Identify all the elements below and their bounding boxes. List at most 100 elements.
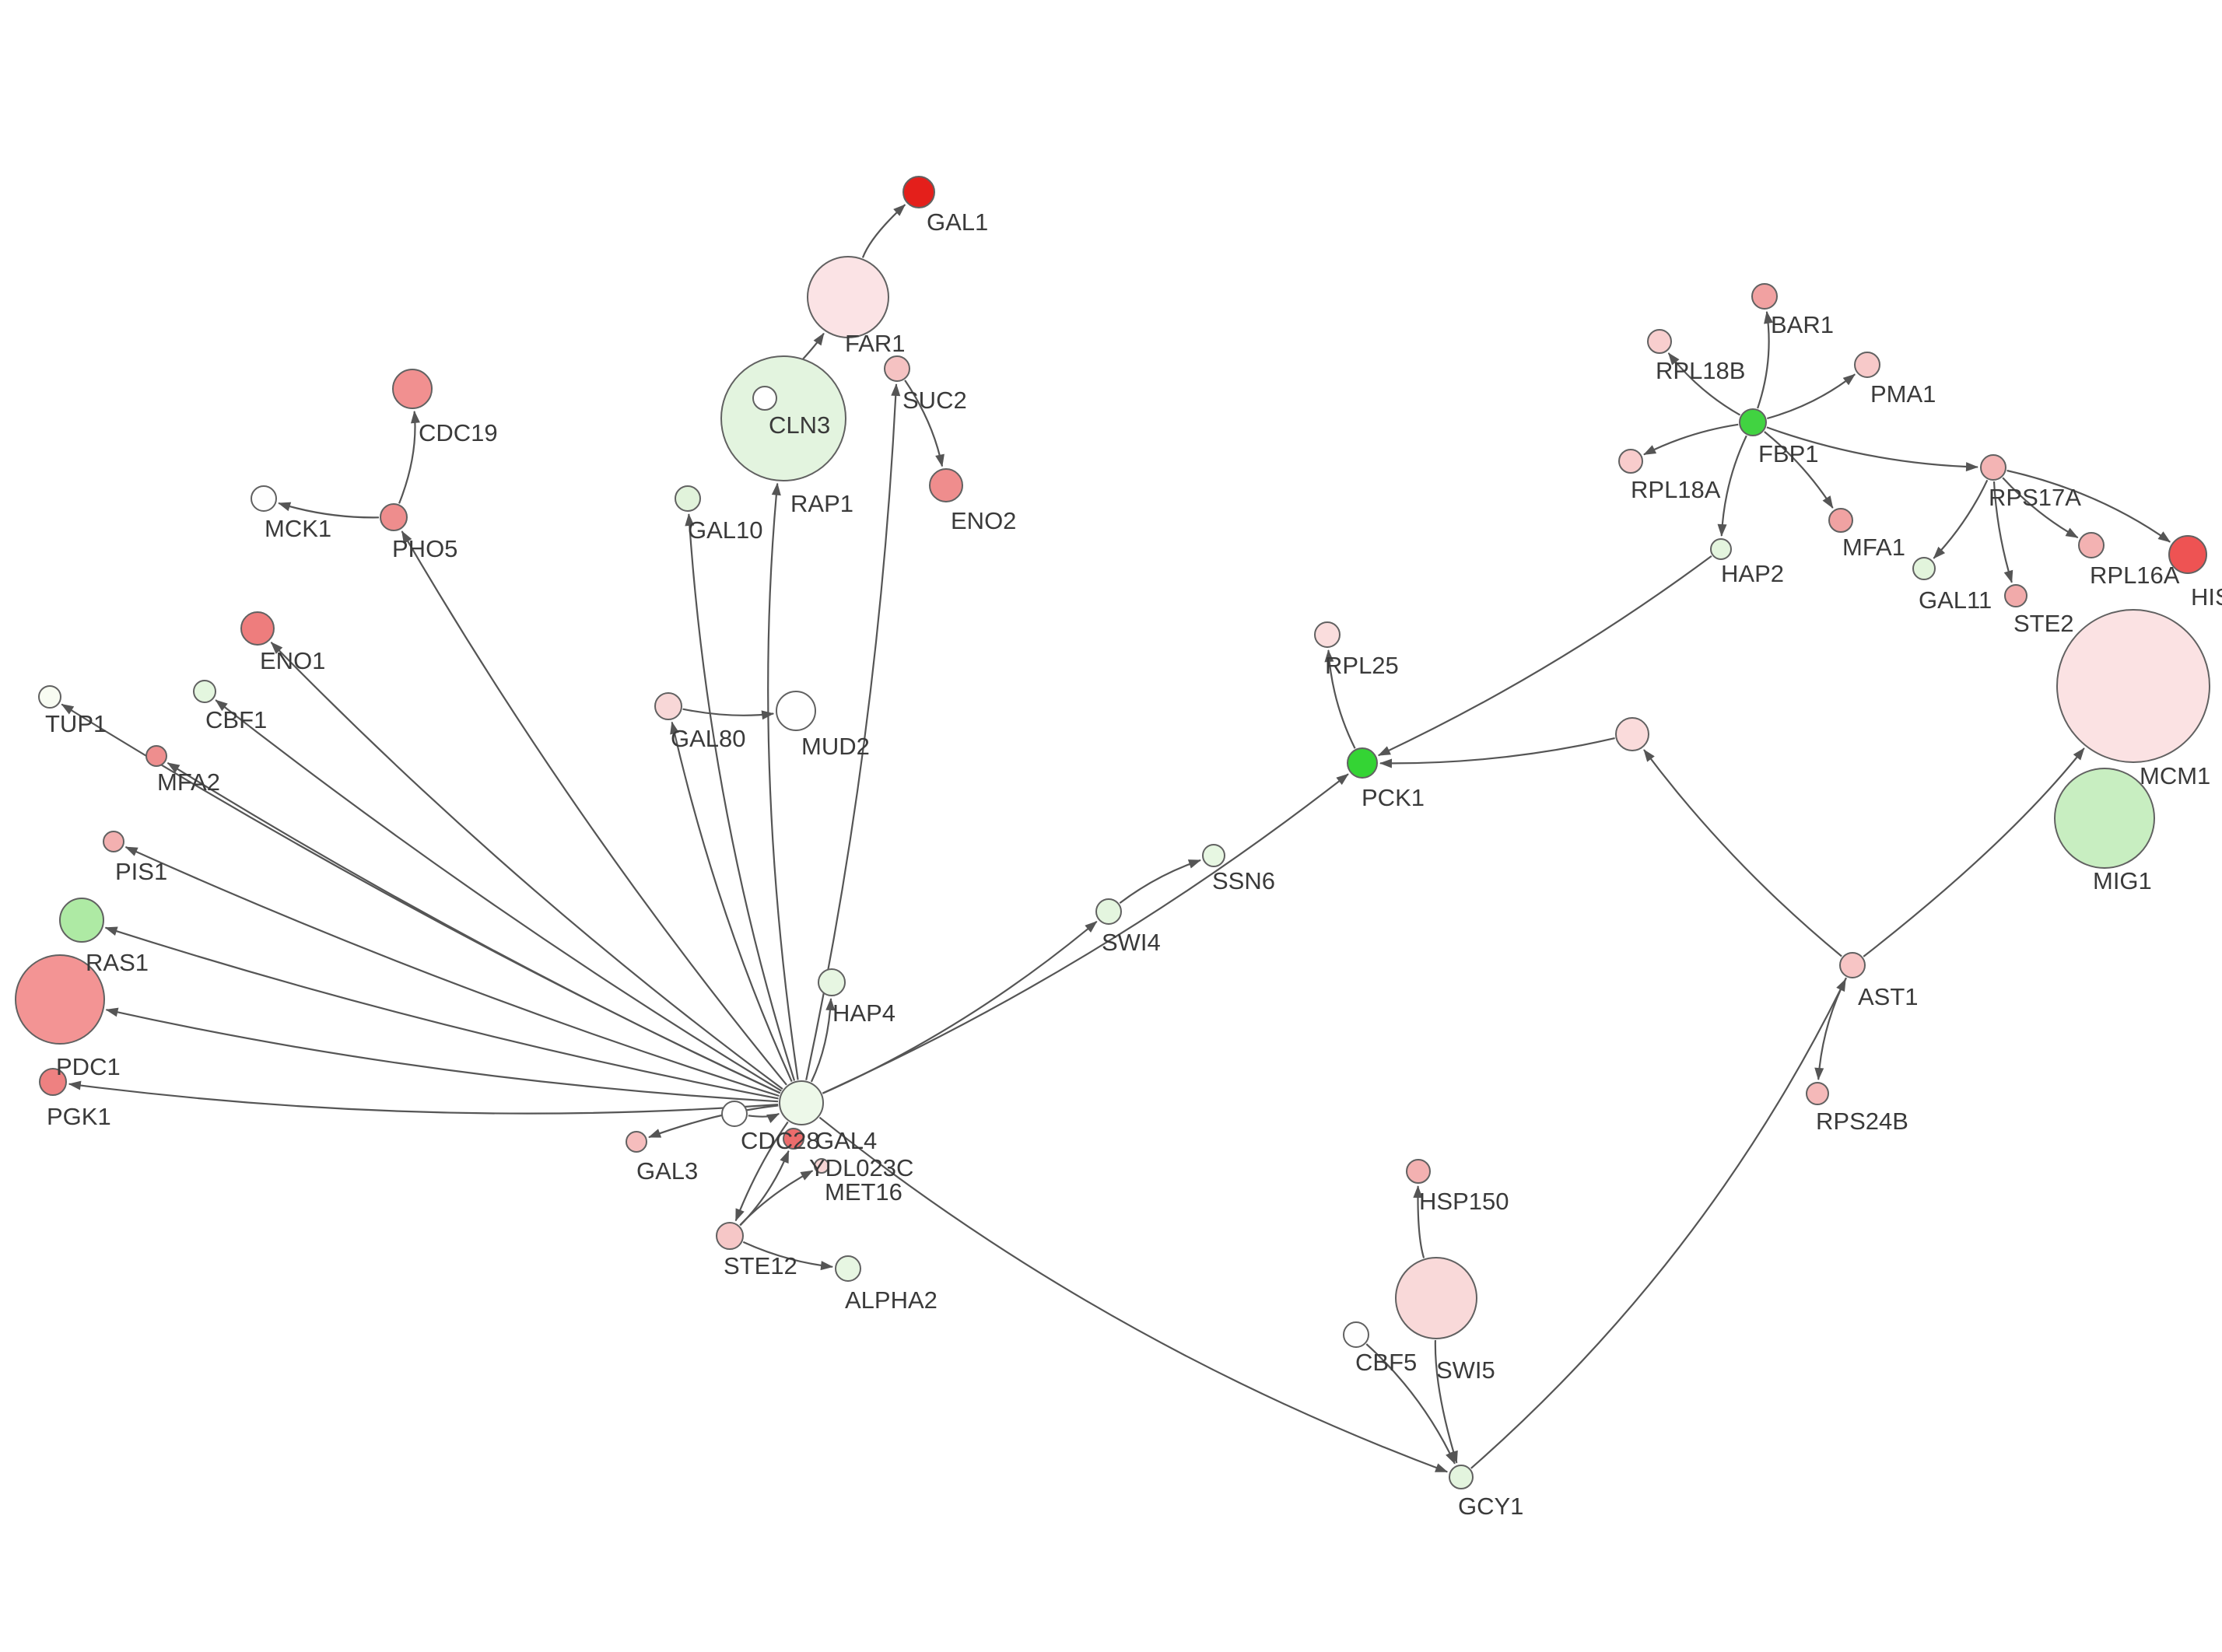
- node-HIS4[interactable]: [2168, 535, 2207, 574]
- edge-GAL4-GCY1[interactable]: [818, 1116, 1449, 1473]
- node-RPL18B[interactable]: [1647, 329, 1672, 354]
- edge-AST1-RPS24B[interactable]: [1814, 977, 1847, 1080]
- node-HAP4[interactable]: [818, 968, 846, 996]
- edge-RPS17A-RPL16A[interactable]: [2002, 477, 2079, 539]
- node-FBP1[interactable]: [1739, 408, 1767, 436]
- edge-PCK1-RPL25[interactable]: [1324, 649, 1356, 749]
- node-HSP150[interactable]: [1406, 1159, 1431, 1184]
- node-RPS17A[interactable]: [1980, 454, 2006, 481]
- edge-FAR1-GAL1[interactable]: [861, 204, 906, 258]
- node-RPL16A[interactable]: [2078, 532, 2105, 558]
- edge-N1-PCK1[interactable]: [1379, 737, 1615, 768]
- edge-GAL4-ENO1[interactable]: [270, 642, 783, 1090]
- node-MCK1[interactable]: [251, 485, 277, 512]
- node-MFA2[interactable]: [145, 745, 167, 767]
- edge-GAL4-CBF1[interactable]: [215, 699, 782, 1092]
- node-GCY1[interactable]: [1449, 1465, 1474, 1489]
- node-MET16[interactable]: [814, 1158, 829, 1174]
- node-FAR1[interactable]: [807, 256, 889, 338]
- node-BAR1[interactable]: [1751, 283, 1778, 310]
- node-PDC1[interactable]: [15, 954, 105, 1045]
- edge-FBP1-RPL18A[interactable]: [1643, 423, 1739, 456]
- node-CDC28[interactable]: [721, 1101, 748, 1127]
- node-GAL80[interactable]: [654, 692, 682, 720]
- edge-GAL4-PDC1[interactable]: [105, 1007, 779, 1103]
- node-GAL1[interactable]: [902, 176, 935, 208]
- node-RPL25[interactable]: [1314, 621, 1341, 648]
- node-GAL4[interactable]: [779, 1080, 824, 1125]
- edge-SWI5-GCY1[interactable]: [1434, 1339, 1458, 1464]
- edge-FBP1-BAR1[interactable]: [1757, 310, 1773, 409]
- edge-GAL4-TUP1[interactable]: [61, 703, 781, 1094]
- node-MFA1[interactable]: [1828, 508, 1853, 533]
- edge-GCY1-AST1[interactable]: [1470, 978, 1847, 1469]
- edge-STE12-MET16[interactable]: [739, 1170, 814, 1226]
- edge-GAL4-RAP1[interactable]: [767, 482, 799, 1080]
- edge-GAL4-RAS1[interactable]: [104, 926, 779, 1100]
- edge-CDC28-GAL4[interactable]: [748, 1112, 780, 1123]
- node-CBF1[interactable]: [193, 680, 216, 703]
- edge-FBP1-MFA1[interactable]: [1764, 431, 1834, 509]
- node-SWI5[interactable]: [1395, 1257, 1477, 1339]
- node-SWI4[interactable]: [1095, 898, 1122, 925]
- edge-STE12-ALPHA2[interactable]: [742, 1241, 834, 1271]
- edge-AST1-N1[interactable]: [1643, 749, 1842, 957]
- edge-PHO5-CDC19[interactable]: [398, 410, 420, 504]
- node-TUP1[interactable]: [38, 685, 61, 709]
- edge-GAL4-HAP4[interactable]: [810, 998, 836, 1083]
- node-GAL11[interactable]: [1912, 557, 1936, 580]
- edge-GAL80-MUD2[interactable]: [682, 708, 775, 720]
- node-ENO1[interactable]: [240, 611, 275, 646]
- edge-RPS17A-GAL11[interactable]: [1933, 479, 1989, 559]
- edge-SWI5-HSP150[interactable]: [1413, 1185, 1425, 1258]
- node-ENO2[interactable]: [929, 468, 963, 502]
- node-RPS24B[interactable]: [1806, 1082, 1829, 1105]
- edge-SWI4-SSN6[interactable]: [1119, 859, 1201, 904]
- edge-RPS17A-STE2[interactable]: [1992, 481, 2013, 583]
- node-PMA1[interactable]: [1854, 352, 1880, 378]
- node-GAL10[interactable]: [675, 485, 701, 512]
- node-SSN6[interactable]: [1202, 844, 1225, 867]
- node-MIG1[interactable]: [2054, 768, 2155, 869]
- edge-GAL4-GAL10[interactable]: [685, 513, 796, 1081]
- edge-FBP1-HAP2[interactable]: [1717, 435, 1747, 537]
- edge-GAL4-STE12[interactable]: [734, 1121, 789, 1222]
- edge-GAL4-PHO5[interactable]: [401, 530, 787, 1086]
- node-PIS1[interactable]: [103, 831, 124, 852]
- node-RAS1[interactable]: [59, 898, 104, 943]
- edge-FBP1-PMA1[interactable]: [1767, 373, 1856, 420]
- node-YDL023C[interactable]: [783, 1128, 804, 1150]
- edge-GAL4-MFA2[interactable]: [166, 761, 781, 1094]
- edge-GAL4-PIS1[interactable]: [124, 845, 780, 1097]
- edge-FBP1-RPS17A[interactable]: [1766, 426, 1978, 472]
- node-STE12[interactable]: [716, 1222, 744, 1250]
- node-HAP2[interactable]: [1710, 538, 1732, 560]
- node-ALPHA2[interactable]: [835, 1255, 861, 1282]
- node-STE2[interactable]: [2004, 584, 2027, 607]
- node-SUC2[interactable]: [884, 355, 910, 382]
- edge-STE12-YDL023C[interactable]: [739, 1150, 790, 1227]
- edge-GAL4-PCK1[interactable]: [822, 773, 1349, 1094]
- edge-GAL4-PGK1[interactable]: [68, 1080, 779, 1115]
- node-CDC19[interactable]: [392, 369, 433, 409]
- node-PCK1[interactable]: [1347, 747, 1378, 779]
- edge-RPS17A-HIS4[interactable]: [2006, 469, 2171, 543]
- node-CBF5[interactable]: [1343, 1321, 1369, 1348]
- node-MUD2[interactable]: [776, 691, 816, 731]
- node-RPL18A[interactable]: [1618, 449, 1643, 474]
- edge-SUC2-ENO2[interactable]: [904, 380, 945, 467]
- node-MCM1[interactable]: [2056, 609, 2210, 763]
- node-RAP1[interactable]: [720, 355, 846, 481]
- edge-FBP1-RPL18B[interactable]: [1667, 352, 1741, 416]
- edge-CBF5-GCY1[interactable]: [1365, 1343, 1456, 1465]
- edge-HAP2-PCK1[interactable]: [1377, 555, 1712, 757]
- edge-GAL4-GAL3[interactable]: [648, 1104, 779, 1139]
- node-AST1[interactable]: [1839, 952, 1866, 978]
- node-PGK1[interactable]: [39, 1068, 67, 1096]
- edge-GAL4-GAL80[interactable]: [670, 721, 793, 1083]
- node-GAL3[interactable]: [626, 1131, 647, 1153]
- edge-PHO5-MCK1[interactable]: [278, 502, 380, 519]
- edge-AST1-MCM1[interactable]: [1863, 747, 2085, 957]
